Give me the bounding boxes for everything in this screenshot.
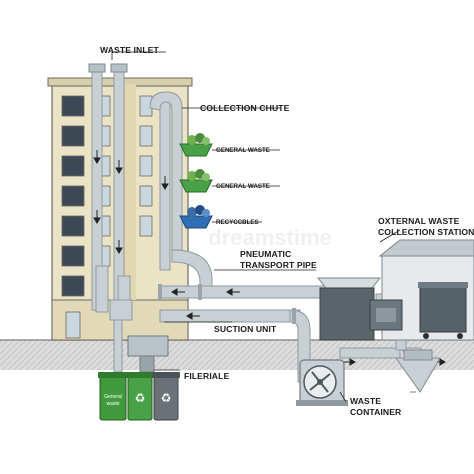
label-fileriale: FILERIALE <box>184 371 229 381</box>
waste-bin-recycling-gray: ♻ <box>152 372 180 420</box>
label-suction-unit: SUCTION UNIT <box>214 324 277 334</box>
suction-fan <box>296 360 348 406</box>
label-collection-chute: COLLECTION CHUTE <box>200 103 290 113</box>
label-pneumatic-line2: TRANSPORT PIPE <box>240 260 317 270</box>
watermark: dreamstime <box>208 225 332 250</box>
label-external-station-line1: OXTERNAL WASTE <box>378 216 460 226</box>
recycle-icon: ♻ <box>135 391 146 405</box>
waste-bin-recycling-green: ♻ <box>126 372 154 420</box>
label-general-waste-2: GENERAL WASTE <box>216 183 270 190</box>
label-waste-container-line2: CONTAINER <box>350 407 402 417</box>
label-waste-inlet: WASTE INLET <box>100 45 160 55</box>
external-collection-station <box>318 240 474 340</box>
label-pneumatic-line1: PNEUMATIC <box>240 249 291 259</box>
recycle-icon: ♻ <box>161 391 172 405</box>
label-waste-container-line1: WASTE <box>350 396 381 406</box>
bin-label-line1: General <box>104 394 122 400</box>
underground-pipe <box>114 320 122 372</box>
label-recyclables: RECYCCBLES <box>216 219 259 226</box>
waste-bin-general: General waste <box>98 372 128 420</box>
label-general-waste-1: GENERAL WASTE <box>216 147 270 154</box>
chute-tops <box>89 64 127 72</box>
bin-label-line2: waste <box>106 401 119 407</box>
label-external-station-line2: COLLECTION STATION <box>378 227 474 237</box>
